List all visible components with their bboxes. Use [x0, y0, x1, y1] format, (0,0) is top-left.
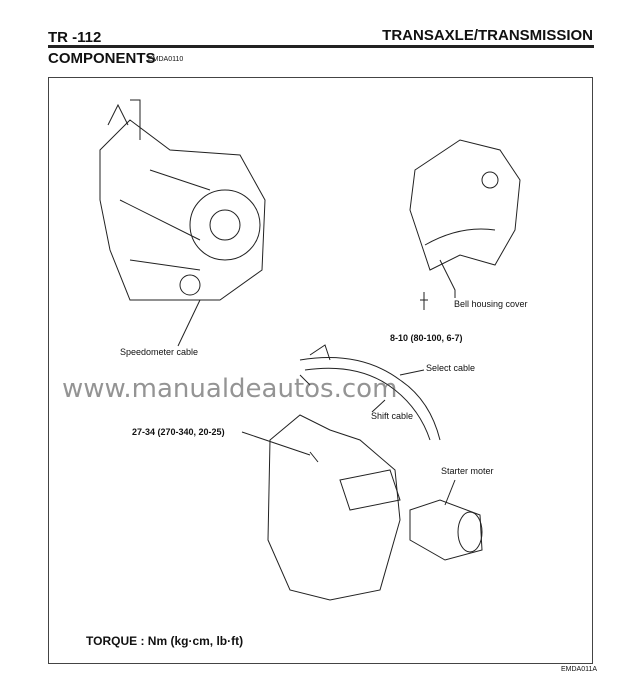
- label-bell-housing-cover: Bell housing cover: [454, 299, 528, 309]
- page-number: TR -112: [48, 29, 102, 46]
- starter-motor-illustration: [409, 479, 483, 561]
- label-shift-cable: Shift cable: [371, 411, 414, 421]
- label-speedometer-cable: Speedometer cable: [120, 347, 199, 357]
- watermark: www.manualdeautos.com: [62, 374, 398, 404]
- figure-code: EMDA011A: [561, 666, 598, 673]
- bell-housing-cover-illustration: [409, 139, 521, 310]
- transmission-case-illustration: [241, 414, 401, 601]
- cables-illustration: [299, 344, 441, 441]
- label-select-cable: Select cable: [426, 363, 476, 373]
- label-torque-starter: 27-34 (270-340, 20-25): [132, 427, 225, 437]
- heading-code: EMDA0110: [148, 56, 184, 63]
- figure-frame: [48, 77, 593, 664]
- page-title: COMPONENTS: [48, 50, 156, 67]
- speedometer-leader-line: [177, 299, 201, 347]
- label-torque-bell-housing: 8-10 (80-100, 6-7): [390, 333, 463, 343]
- torque-units-note: TORQUE : Nm (kg·cm, lb·ft): [86, 634, 244, 648]
- header-rule: [48, 45, 594, 48]
- label-starter-motor: Starter moter: [441, 466, 494, 476]
- transaxle-assembly-illustration: [99, 99, 266, 301]
- section-title: TRANSAXLE/TRANSMISSION: [382, 27, 593, 44]
